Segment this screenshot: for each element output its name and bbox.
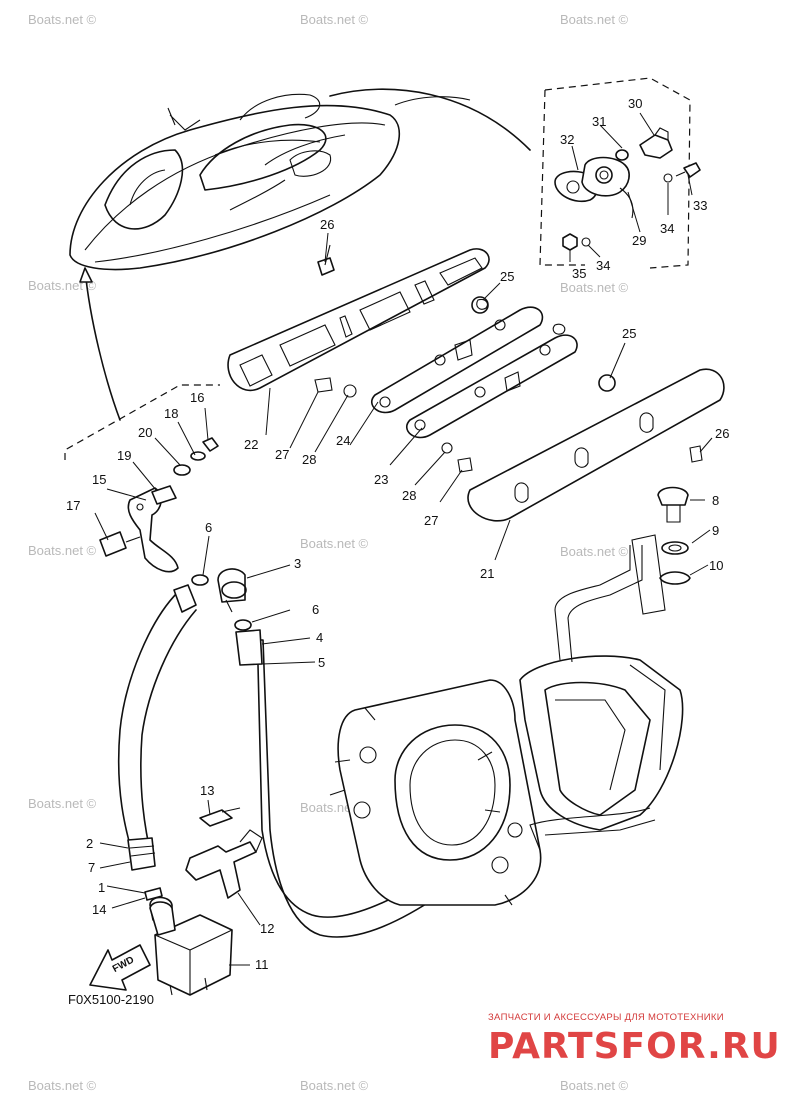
watercraft-illustration [69, 88, 531, 421]
callout-28-left: 28 [302, 452, 316, 467]
manifold [314, 296, 616, 473]
callout-34-bottom: 34 [596, 258, 610, 273]
logo-wordmark: PARTSFOR.RU [488, 1026, 781, 1067]
leader-lines [94, 112, 713, 966]
callout-34-right: 34 [660, 221, 674, 236]
callout-19: 19 [117, 448, 131, 463]
callout-20: 20 [138, 425, 152, 440]
callout-24: 24 [336, 433, 350, 448]
callout-26-right: 26 [715, 426, 729, 441]
callout-33: 33 [693, 198, 707, 213]
callout-13: 13 [200, 783, 214, 798]
callout-21: 21 [480, 566, 494, 581]
gasket-plate [227, 244, 490, 391]
callout-32: 32 [560, 132, 574, 147]
partsfor-logo: ЗАПЧАСТИ И АКСЕССУАРЫ ДЛЯ МОТОТЕХНИКИ PA… [488, 1012, 781, 1067]
watermark: Boats.net © [300, 1078, 369, 1093]
callout-4: 4 [316, 630, 323, 645]
callout-10: 10 [709, 558, 723, 573]
callout-11: 11 [255, 957, 269, 972]
callout-8: 8 [712, 493, 719, 508]
callout-9: 9 [712, 523, 719, 538]
watermark: Boats.net © [28, 12, 97, 27]
callout-6-top: 6 [205, 520, 212, 535]
callout-27-right: 27 [424, 513, 438, 528]
callout-29: 29 [632, 233, 646, 248]
watermark: Boats.net © [28, 1078, 97, 1093]
drain-parts [631, 486, 691, 615]
callout-17: 17 [66, 498, 80, 513]
callout-27-left: 27 [275, 447, 289, 462]
watermark: Boats.net © [28, 543, 97, 558]
callout-35: 35 [572, 266, 586, 281]
watermark: Boats.net © [560, 1078, 629, 1093]
callout-18: 18 [164, 406, 178, 421]
detail-inset [539, 77, 701, 269]
watermark: Boats.net © [28, 796, 97, 811]
engine-exhaust [329, 545, 684, 906]
callout-6-bottom: 6 [312, 602, 319, 617]
callout-3: 3 [294, 556, 301, 571]
callout-numbers: 1 2 3 4 5 6 6 7 8 9 10 11 12 13 14 15 16… [66, 96, 729, 972]
watermarks: Boats.net © Boats.net © Boats.net © Boat… [28, 12, 629, 1093]
callout-25-top: 25 [500, 269, 514, 284]
callout-22: 22 [244, 437, 258, 452]
fwd-arrow: FWD [89, 944, 151, 991]
callout-25-right: 25 [622, 326, 636, 341]
callout-30: 30 [628, 96, 642, 111]
watermark: Boats.net © [560, 280, 629, 295]
figure-code: F0X5100-2190 [68, 992, 154, 1007]
callout-14: 14 [92, 902, 106, 917]
callout-16: 16 [190, 390, 204, 405]
callout-2: 2 [86, 836, 93, 851]
callout-15: 15 [92, 472, 106, 487]
watermark: Boats.net © [300, 12, 369, 27]
callout-31: 31 [592, 114, 606, 129]
callout-28-right: 28 [402, 488, 416, 503]
watermark: Boats.net © [300, 536, 369, 551]
callout-7: 7 [88, 860, 95, 875]
callout-23: 23 [374, 472, 388, 487]
logo-subtitle: ЗАПЧАСТИ И АКСЕССУАРЫ ДЛЯ МОТОТЕХНИКИ [488, 1012, 724, 1023]
protector-plate [467, 368, 725, 522]
watermark: Boats.net © [560, 544, 629, 559]
callout-12: 12 [260, 921, 274, 936]
callout-5: 5 [318, 655, 325, 670]
clamp-and-box [149, 807, 263, 996]
callout-1: 1 [98, 880, 105, 895]
callout-26-top: 26 [320, 217, 334, 232]
watermark: Boats.net © [560, 12, 629, 27]
